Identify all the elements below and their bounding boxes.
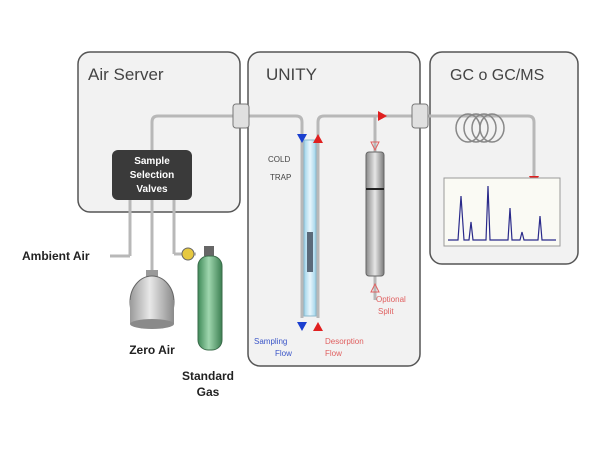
valves-label-line3: Valves: [136, 184, 168, 195]
chromatogram: [443, 177, 561, 247]
cold-trap-label-line2: TRAP: [270, 173, 291, 182]
zero-air-cylinder: [129, 270, 175, 329]
sampling-flow-label-line2: Flow: [275, 349, 292, 358]
ambient-air-label: Ambient Air: [22, 249, 90, 263]
union-connector-right: [411, 103, 429, 129]
valves-label-line2: Selection: [130, 170, 174, 181]
split-tube: [365, 151, 385, 277]
standard-gas-label-line1: Standard: [182, 369, 234, 383]
gc-title: GC o GC/MS: [450, 67, 544, 84]
desorption-flow-label-line2: Flow: [325, 349, 342, 358]
split-arrows: [370, 141, 380, 293]
desorption-flow-label-line1: Desorption: [325, 337, 364, 346]
sampling-flow-label-line1: Sampling: [254, 337, 287, 346]
sampling-flow-arrows: [297, 134, 307, 331]
standard-gas-label-line2: Gas: [197, 385, 220, 399]
cold-trap-label-line1: COLD: [268, 155, 290, 164]
optional-split-label-line1: Optional: [376, 295, 406, 304]
cold-trap: [303, 139, 317, 317]
optional-split-label-line2: Split: [378, 307, 394, 316]
valves-label-line1: Sample: [134, 156, 170, 167]
gc-column-coil: [455, 113, 505, 143]
unity-panel: [247, 51, 421, 367]
sample-selection-valves-box: [112, 150, 192, 200]
air-server-title: Air Server: [88, 65, 164, 84]
zero-air-label: Zero Air: [129, 343, 175, 357]
standard-gas-cylinder: [181, 246, 223, 351]
union-connector-left: [232, 103, 250, 129]
unity-title: UNITY: [266, 65, 317, 84]
